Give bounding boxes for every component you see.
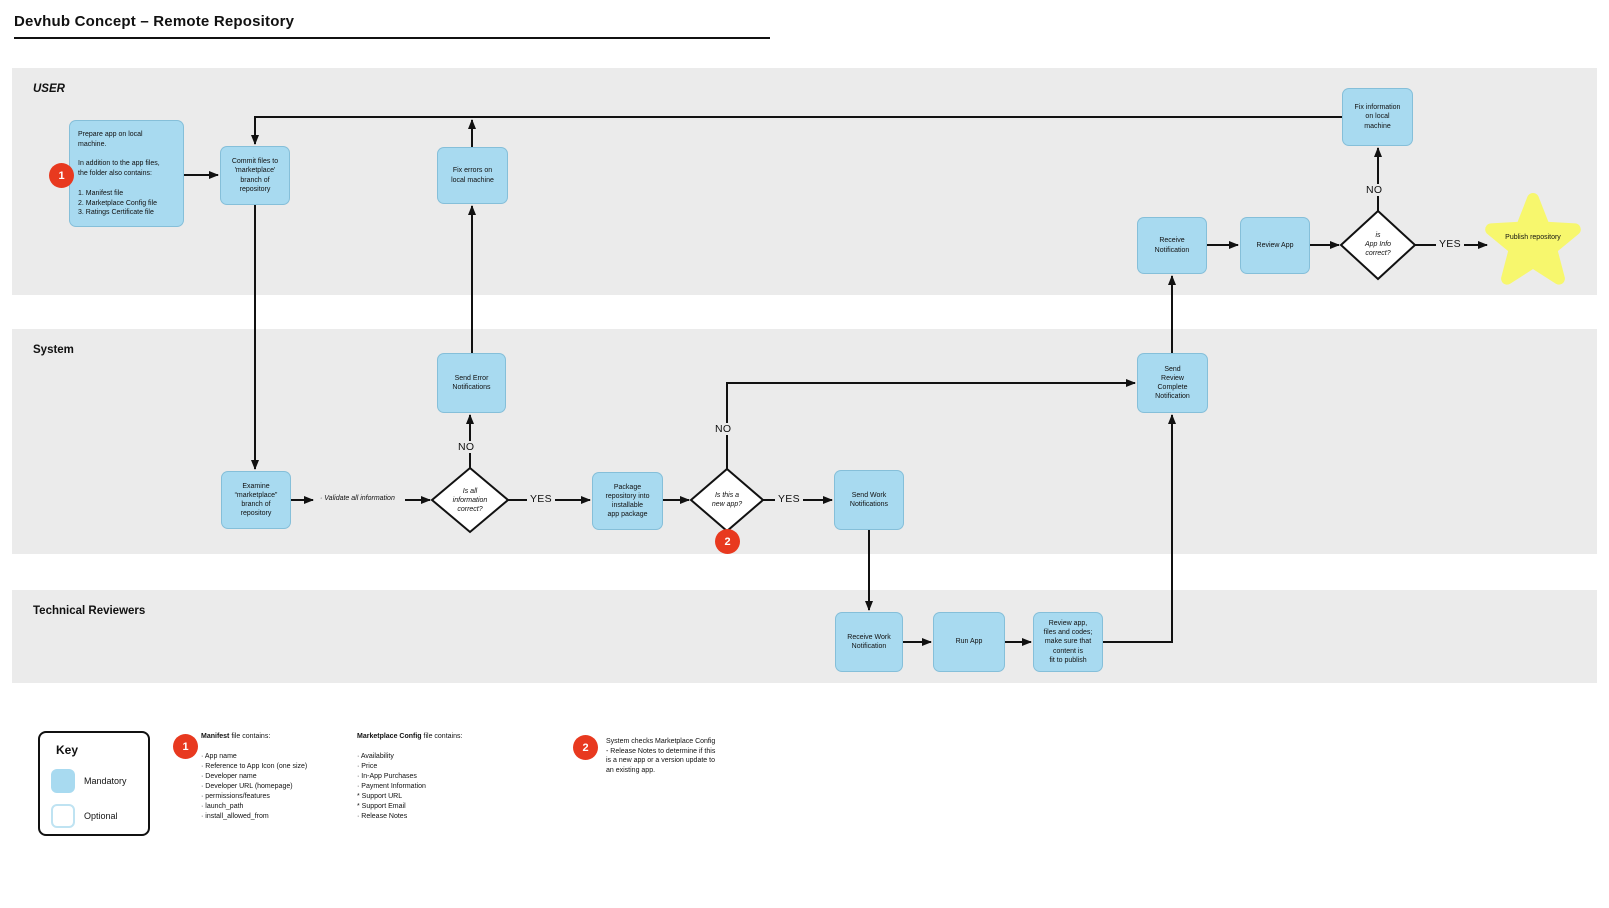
badge-1-footnote: 1: [173, 734, 198, 759]
decision-new-app-label: Is this a new app?: [711, 492, 743, 509]
label-no-info-correct: NO: [455, 441, 478, 453]
swimlane-reviewers: Technical Reviewers: [12, 590, 1597, 683]
label-no-new-app: NO: [712, 423, 735, 435]
node-fix-information: Fix information on local machine: [1342, 88, 1413, 146]
edge-label-validate-all-information: · Validate all information: [318, 495, 397, 502]
connector-newapp-no-to-sendreviewcomplete: [726, 379, 1136, 469]
footnote-2-text: System checks Marketplace Config - Relea…: [606, 738, 716, 774]
publish-star-shape: [1485, 193, 1581, 285]
decision-info-correct-diamond: [430, 466, 510, 534]
footnote-marketplace-heading: Marketplace Config file contains:: [357, 733, 462, 740]
page-title: Devhub Concept – Remote Repository: [14, 13, 295, 30]
footnote-manifest-heading: Manifest file contains:: [201, 733, 270, 740]
footnote-manifest-list: · App name· Reference to App Icon (one s…: [201, 753, 308, 820]
node-package-repository: Package repository into installable app …: [592, 472, 663, 530]
node-commit-files: Commit files to 'marketplace' branch of …: [220, 146, 290, 205]
footnote-marketplace-heading-bold: Marketplace Config: [357, 733, 422, 740]
decision-app-info-correct-label: is App Info correct?: [1364, 232, 1392, 258]
footnote-manifest-heading-bold: Manifest: [201, 733, 230, 740]
legend-title: Key: [56, 743, 79, 757]
node-publish-repository-label: Publish repository: [1505, 234, 1561, 241]
node-examine-branch: Examine “marketplace” branch of reposito…: [221, 471, 291, 529]
node-prepare-app-note: Prepare app on local machine. In additio…: [69, 120, 184, 227]
node-receive-notification: Receive Notification: [1137, 217, 1207, 274]
label-no-app-info: NO: [1363, 184, 1386, 196]
connector-reviewfiles-to-sendreviewcomplete: [1103, 414, 1176, 643]
legend-mandatory-label: Mandatory: [84, 776, 127, 786]
swimlane-user-label: USER: [33, 83, 65, 95]
decision-info-correct-label: Is all information correct?: [452, 488, 488, 514]
footnote-marketplace-list: · Availability· Price· In-App Purchases·…: [357, 753, 426, 820]
node-send-error-notifications: Send Error Notifications: [437, 353, 506, 413]
decision-app-info-correct-diamond: [1339, 209, 1417, 281]
node-send-review-complete: Send Review Complete Notification: [1137, 353, 1208, 413]
node-receive-work-notification: Receive Work Notification: [835, 612, 903, 672]
node-review-files-codes: Review app, files and codes; make sure t…: [1033, 612, 1103, 672]
node-review-app: Review App: [1240, 217, 1310, 274]
connector-feedback-to-commit: [251, 116, 1342, 145]
node-run-app: Run App: [933, 612, 1005, 672]
label-yes-new-app: YES: [775, 493, 803, 505]
label-yes-info-correct: YES: [527, 493, 555, 505]
badge-2-footnote: 2: [573, 735, 598, 760]
node-fix-errors: Fix errors on local machine: [437, 147, 508, 204]
footnote-marketplace-heading-rest: file contains:: [421, 733, 463, 740]
legend-mandatory-swatch: [51, 769, 75, 793]
swimlane-system-label: System: [33, 344, 74, 356]
badge-1-flow: 1: [49, 163, 74, 188]
label-yes-app-info: YES: [1436, 238, 1464, 250]
footnote-manifest-heading-rest: file contains:: [229, 733, 271, 740]
legend-optional-swatch: [51, 804, 75, 828]
legend-key-box: Key Mandatory Optional: [38, 731, 150, 836]
swimlane-reviewers-label: Technical Reviewers: [33, 605, 146, 617]
node-send-work-notifications: Send Work Notifications: [834, 470, 904, 530]
badge-2-flow: 2: [715, 529, 740, 554]
legend-optional-label: Optional: [84, 811, 118, 821]
title-underline: [14, 37, 770, 39]
